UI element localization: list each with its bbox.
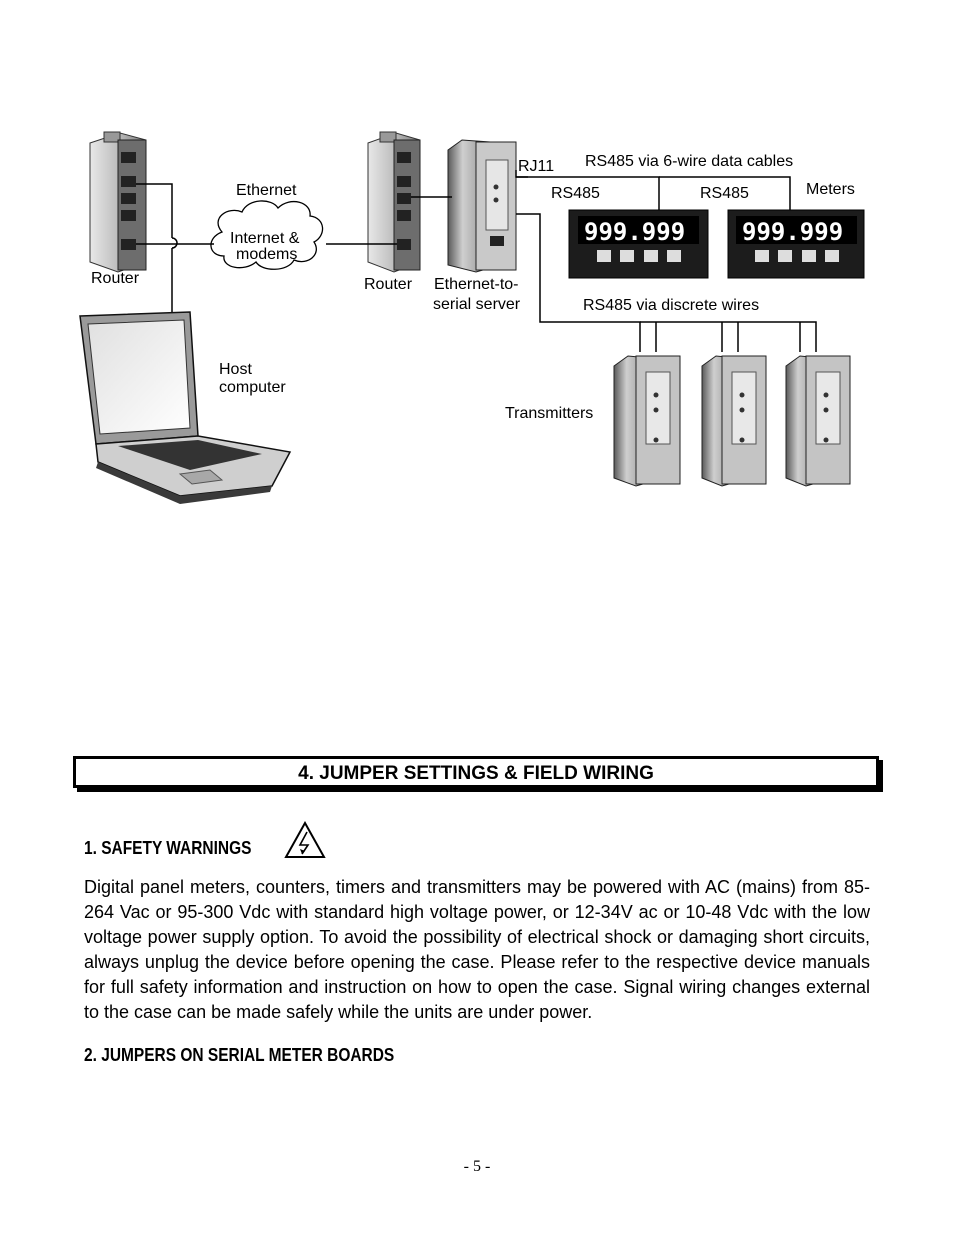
safety-body: Digital panel meters, counters, timers a… xyxy=(84,877,870,1022)
label-rs485-left: RS485 xyxy=(551,185,600,202)
wiring-lines xyxy=(136,170,817,352)
safety-heading: 1. SAFETY WARNINGS xyxy=(84,838,252,858)
router-left-device xyxy=(89,131,147,273)
meter-left-display: 999.999 xyxy=(584,218,685,246)
label-rs485-right: RS485 xyxy=(700,185,749,202)
section-title: 4. JUMPER SETTINGS & FIELD WIRING xyxy=(298,763,654,784)
label-cloud-line1: Internet & xyxy=(230,230,300,247)
label-host-line1: Host xyxy=(219,361,252,378)
label-ethernet: Ethernet xyxy=(236,182,297,199)
page-number: - 5 - xyxy=(463,1158,491,1175)
label-host-line2: computer xyxy=(219,379,286,396)
meter-right-display: 999.999 xyxy=(742,218,843,246)
transmitter-3-device xyxy=(785,355,851,487)
meter-left-device: 999.999 xyxy=(568,209,709,279)
label-rs485-cables: RS485 via 6-wire data cables xyxy=(585,153,794,170)
label-rj11: RJ11 xyxy=(518,158,555,175)
high-voltage-warning-icon xyxy=(284,821,326,858)
serial-server-device xyxy=(447,139,517,273)
jumpers-heading: 2. JUMPERS ON SERIAL METER BOARDS xyxy=(84,1045,395,1065)
label-router-left: Router xyxy=(91,270,140,287)
router-right-device xyxy=(367,131,421,273)
section-title-box: 4. JUMPER SETTINGS & FIELD WIRING xyxy=(73,756,879,788)
laptop-device xyxy=(79,311,292,504)
label-server-line2: serial server xyxy=(433,296,521,313)
network-diagram: 999.999 999.999 xyxy=(79,131,865,504)
transmitter-1-device xyxy=(613,355,681,487)
label-router-right: Router xyxy=(364,276,413,293)
label-meters: Meters xyxy=(806,181,855,198)
label-server-line1: Ethernet-to- xyxy=(434,276,519,293)
label-transmitters: Transmitters xyxy=(505,405,594,422)
transmitter-2-device xyxy=(701,355,767,487)
label-rs485-discrete: RS485 via discrete wires xyxy=(583,297,760,314)
internet-cloud-shape xyxy=(210,200,324,270)
meter-right-device: 999.999 xyxy=(727,209,865,279)
label-cloud-line2: modems xyxy=(236,246,298,263)
